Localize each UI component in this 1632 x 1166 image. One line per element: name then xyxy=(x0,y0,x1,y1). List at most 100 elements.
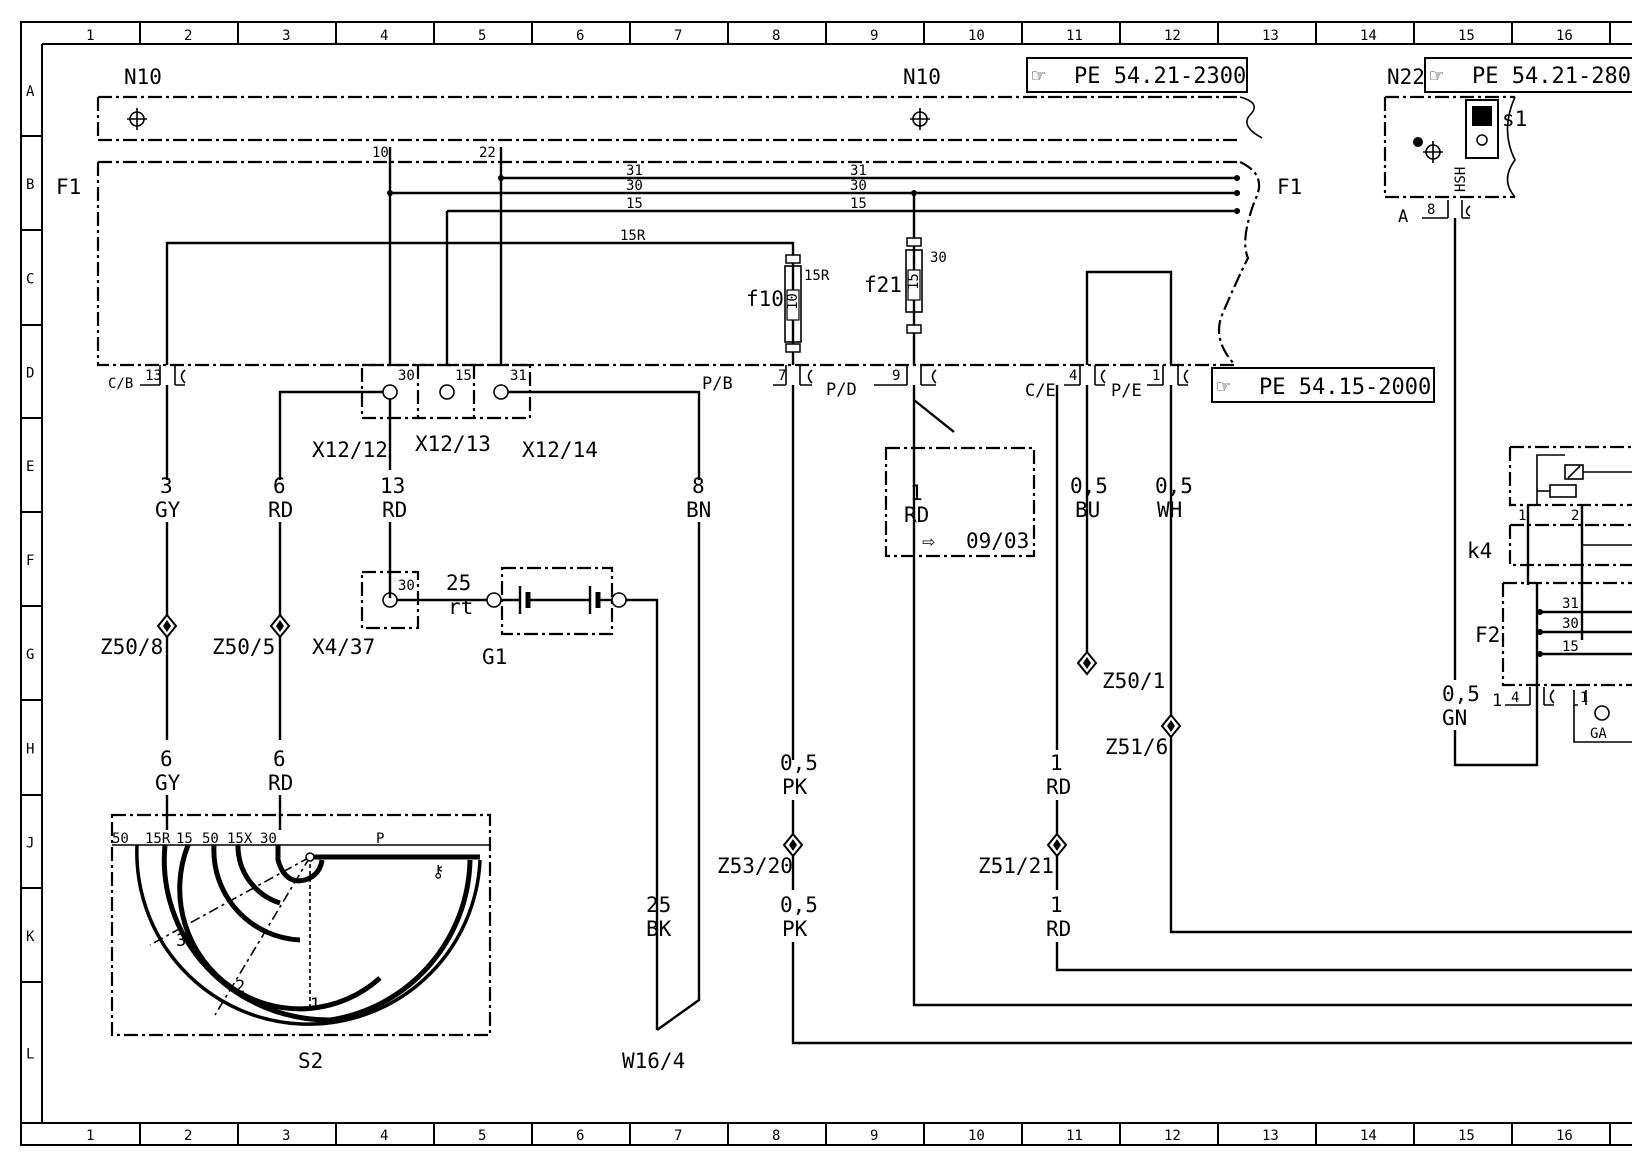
grid-column-label: 11 xyxy=(1066,1128,1083,1144)
grid-column-label: 5 xyxy=(478,28,486,44)
grid-row-label: D xyxy=(26,366,34,382)
x4-37-terminal: 30 X4/37 xyxy=(312,522,487,659)
wire-05wh: 0,5 WH xyxy=(1155,474,1193,522)
k4-relay: 1 2 k4 xyxy=(1467,445,1632,640)
g1-label: G1 xyxy=(482,645,507,669)
bus-label-15r: 15R xyxy=(620,228,646,244)
splice-label: Z51/21 xyxy=(978,854,1054,878)
grid-column-label: 2 xyxy=(184,1128,192,1144)
k4-label: k4 xyxy=(1467,539,1492,563)
connector-a-label: A xyxy=(1398,207,1408,227)
wire-size: 25 xyxy=(646,893,671,917)
arrow-right-icon: ⇨ xyxy=(922,529,935,553)
diagram-frame xyxy=(20,21,1632,1146)
pin-1: 1 xyxy=(1152,368,1160,384)
connector-cb: C/B 13 xyxy=(108,365,186,392)
wire-size: 0,5 xyxy=(1155,474,1193,498)
battery-g1: 25 rt G1 xyxy=(446,566,659,1030)
bus-label-30: 30 xyxy=(626,178,643,194)
reference-pe-54-21-2300[interactable]: ☞ PE 54.21-2300 xyxy=(1026,57,1248,93)
x4-pin-30: 30 xyxy=(398,578,415,594)
s2-label: S2 xyxy=(298,1049,323,1073)
wire-size: 25 xyxy=(446,571,471,595)
splice-label: Z51/6 xyxy=(1105,735,1168,759)
splice-z53-20: Z53/20 xyxy=(717,832,804,878)
f2-label: F2 xyxy=(1475,623,1500,647)
reference-pe-54-21-280[interactable]: ☞ PE 54.21-280 xyxy=(1424,57,1632,93)
grid-row-label: B xyxy=(26,177,34,193)
wire-size: 3 xyxy=(160,474,173,498)
s2-terminal: 15R xyxy=(145,831,171,847)
pin-4: 4 xyxy=(1069,368,1077,384)
bus-label-31: 31 xyxy=(850,163,867,179)
f2-bus: 30 xyxy=(1562,616,1579,632)
grid-column-label: 8 xyxy=(772,28,780,44)
wire-color: RD xyxy=(382,498,407,522)
s2-terminal: 30 xyxy=(260,831,277,847)
wire-size: 1 xyxy=(1050,893,1063,917)
grid-column-label: 10 xyxy=(968,28,985,44)
wire-color: PK xyxy=(782,775,808,799)
wire-color: PK xyxy=(782,917,808,941)
n10-right-label: N10 xyxy=(903,65,941,89)
w16-4-label: W16/4 xyxy=(622,1049,685,1073)
f2-bus: 31 xyxy=(1562,596,1579,612)
pin-15: 15 xyxy=(455,368,472,384)
s2-terminal: 50 xyxy=(202,831,219,847)
pin-13: 13 xyxy=(145,368,162,384)
grid-column-label: 6 xyxy=(576,1128,584,1144)
grid-column-label: 13 xyxy=(1262,28,1279,44)
ground-symbol-icon xyxy=(127,108,147,130)
connector-9: 9 xyxy=(874,365,1632,1007)
grid-row-label: G xyxy=(26,647,34,663)
grid-column-label: 10 xyxy=(968,1128,985,1144)
reference-pe-54-15-2000[interactable]: ☞ PE 54.15-2000 xyxy=(1211,367,1435,403)
grid-column-label: 12 xyxy=(1164,1128,1181,1144)
wire-05bu: 0,5 BU xyxy=(1070,474,1108,522)
wire-color: GN xyxy=(1442,706,1467,730)
wire-color: GY xyxy=(155,771,181,795)
key-symbol-icon: ⚷ xyxy=(432,862,444,882)
splice-label: Z53/20 xyxy=(717,854,793,878)
wire-color: RD xyxy=(268,498,293,522)
x4-37-label: X4/37 xyxy=(312,635,375,659)
f2-fuse-box: 31 30 15 F2 1 4 1 GA xyxy=(1475,581,1632,743)
n22-label: N22 xyxy=(1387,65,1425,89)
hand-pointer-icon: ☞ xyxy=(1217,375,1230,400)
ground-symbol-icon xyxy=(1423,141,1443,163)
connector-pd-label: P/D xyxy=(826,380,857,400)
connector-7: 7 P/D xyxy=(773,365,857,760)
splice-label: Z50/8 xyxy=(100,635,163,659)
grid-column-label: 14 xyxy=(1360,1128,1377,1144)
ga-label: GA xyxy=(1590,726,1607,742)
f1-fuse-box: F1 F1 xyxy=(56,160,1302,367)
wire-6rd: 6 RD xyxy=(268,474,293,740)
pin-30: 30 xyxy=(398,368,415,384)
ground-symbol-icon xyxy=(910,108,930,130)
x12-14-label: X12/14 xyxy=(522,438,598,462)
splice-label: Z50/5 xyxy=(212,635,275,659)
f10-tag: 15R xyxy=(804,268,830,284)
wire-size: 0,5 xyxy=(780,893,818,917)
wire-size: 0,5 xyxy=(1442,682,1480,706)
reference-text: PE 54.21-2300 xyxy=(1074,64,1246,89)
wire-color: RD xyxy=(268,771,293,795)
grid-row-label: A xyxy=(26,84,35,100)
wire-color: rt xyxy=(448,595,473,619)
hand-pointer-icon: ☞ xyxy=(1032,64,1045,89)
hand-pointer-icon: ☞ xyxy=(1430,64,1443,89)
splice-z51-6: Z51/6 xyxy=(1105,713,1182,759)
connector-ce-label: C/E xyxy=(1025,381,1056,401)
bus-label-15: 15 xyxy=(850,196,867,212)
grid-column-label: 14 xyxy=(1360,28,1377,44)
grid-column-label: 4 xyxy=(380,28,388,44)
f21-label: f21 xyxy=(864,273,902,297)
grid-column-label: 12 xyxy=(1164,28,1181,44)
reference-text: PE 54.15-2000 xyxy=(1259,375,1431,400)
ignition-switch-s2: 50 15R 15 50 15X 30 P 3 2 1 ⚷ S2 xyxy=(110,813,492,1073)
f21-rating: 15 xyxy=(906,273,922,290)
f21-tag: 30 xyxy=(930,250,947,266)
s2-terminal: P xyxy=(376,831,384,847)
x12-12-label: X12/12 xyxy=(312,438,388,462)
